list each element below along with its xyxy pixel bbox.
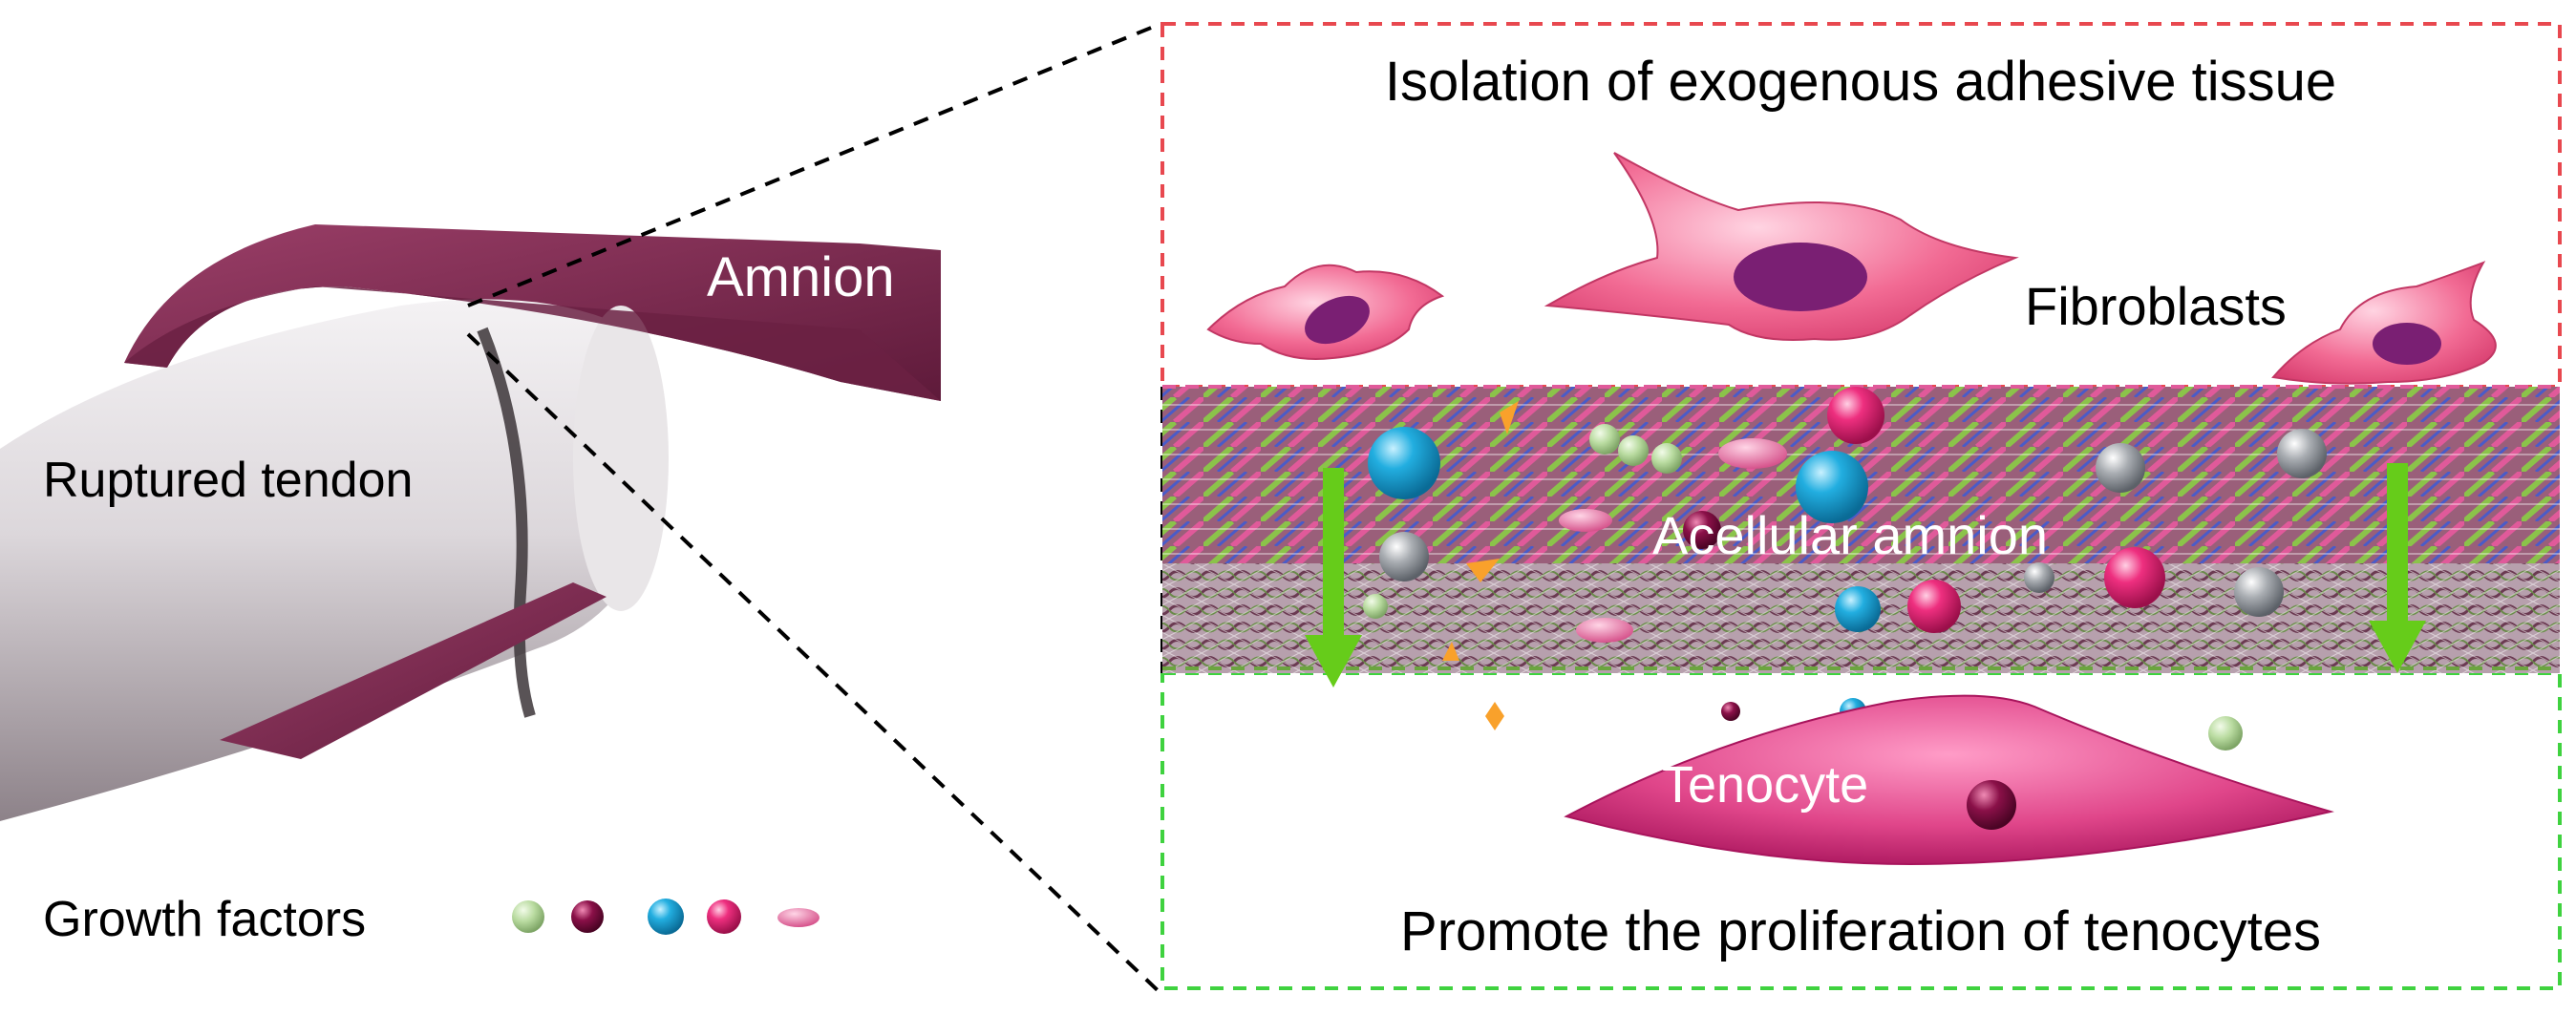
gf-green-icon: [512, 900, 544, 933]
nucleus: [1305, 295, 1370, 345]
fibroblast-cell: [2271, 261, 2497, 385]
fibroblast-cell: [1206, 264, 1445, 360]
nucleus: [2373, 323, 2441, 365]
title-isolation: Isolation of exogenous adhesive tissue: [1385, 51, 2336, 113]
tendon-end: [573, 306, 669, 611]
zoom-line-bottom: [466, 332, 1162, 995]
nucleus: [1967, 780, 2016, 830]
diffusion-arrows: [1305, 463, 2426, 687]
suture: [477, 327, 536, 718]
label-ruptured-tendon: Ruptured tendon: [43, 453, 413, 508]
gf-rose-icon: [777, 908, 820, 927]
amnion-sheet-top: [124, 224, 941, 401]
nucleus: [1734, 243, 1867, 311]
matrix-growth-factors: [1363, 387, 2327, 661]
zoom-line-top: [467, 22, 1161, 307]
legend-swatches: [512, 899, 820, 935]
tendon-body: [0, 299, 655, 821]
amnion-sheet-fold: [124, 286, 941, 401]
gf-cyan-icon: [648, 899, 684, 935]
label-acellular-amnion: Acellular amnion: [1652, 505, 2048, 565]
tendon-illustration: [0, 224, 941, 821]
fibroblast-cell: [1543, 152, 2019, 341]
gf-maroon-icon: [571, 900, 604, 933]
label-fibroblasts: Fibroblasts: [2025, 276, 2287, 336]
label-tenocyte: Tenocyte: [1662, 756, 1868, 814]
title-promote: Promote the proliferation of tenocytes: [1400, 900, 2321, 962]
tenocyte-cell: [1564, 694, 2334, 866]
amnion-sheet-bottom: [220, 582, 607, 759]
gf-pink-icon: [707, 899, 741, 934]
label-growth-factors: Growth factors: [43, 892, 366, 947]
label-amnion: Amnion: [707, 246, 895, 308]
